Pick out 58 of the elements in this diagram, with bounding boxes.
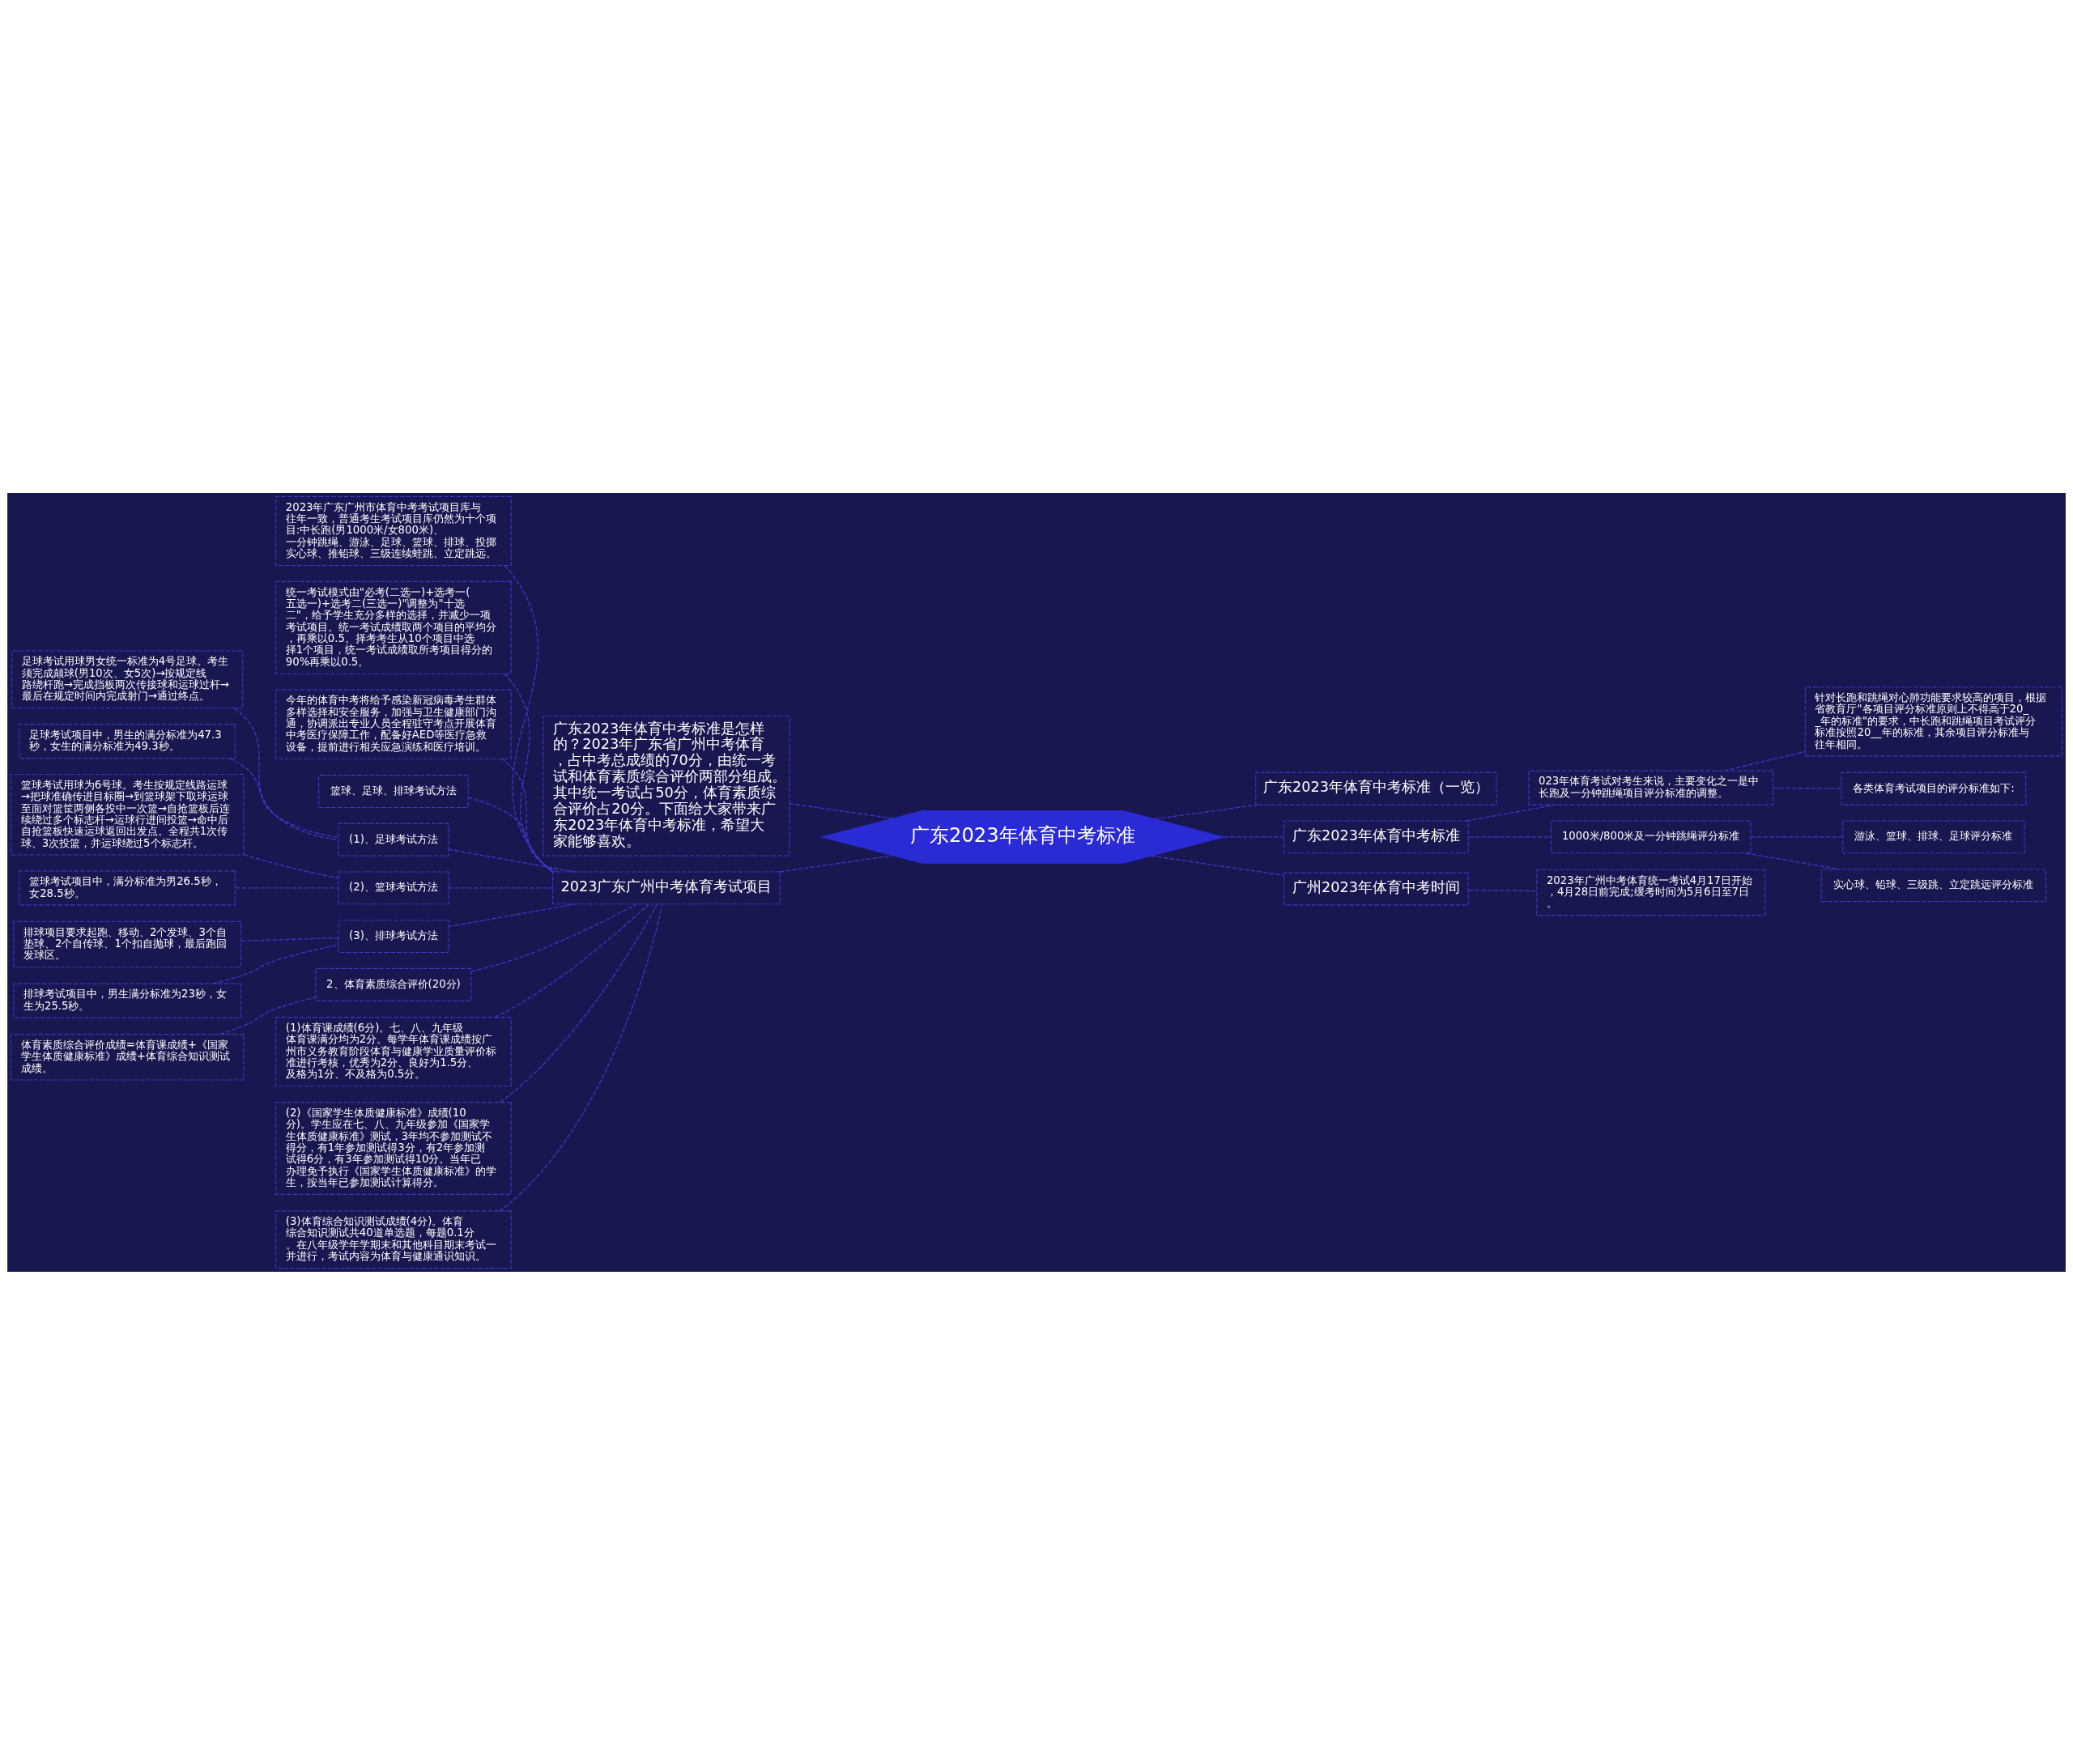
connector — [448, 903, 576, 927]
node-box: 足球考试用球男女统一标准为4号足球。考生须完成颠球(男10次、女5次)→按规定线路绕杆跑→完成挡板两次传接球和运球过杆→最后在规定时间内完成射门→通过终点。 — [11, 650, 244, 708]
node-box: 篮球考试项目中，满分标准为男26.5秒，女28.5秒。 — [19, 869, 236, 905]
connector — [1466, 804, 1556, 822]
connector — [504, 564, 554, 873]
node-box: (1)、足球考试方法 — [338, 822, 449, 856]
connector — [1223, 835, 1284, 838]
node-box: 实心球、铅球、三级跳、立定跳远评分标准 — [1820, 868, 2047, 902]
connector — [1773, 787, 1842, 789]
connector — [243, 853, 339, 878]
connector — [1750, 835, 1844, 838]
node-box: 足球考试项目中，男生的满分标准为47.3秒，女生的满分标准为49.3秒。 — [19, 723, 236, 759]
connector — [233, 707, 339, 840]
connector — [789, 802, 894, 819]
connector — [500, 758, 555, 873]
node-box: (1)体育课成绩(6分)。七、八、九年级体育课满分均为2分。每学年体育课成绩按广州市义务教育阶段体育与健康学业质量评价标准进行考核，优秀为2分、良好为1.5分、及格为1分、不及格为0.5分。 — [275, 1016, 512, 1086]
connector — [1723, 750, 1806, 771]
node-box: (2)《国家学生体质健康标准》成绩(10分)。学生应在七、八、九年级参加《国家学生体质健康标准》测试，3年均不参加测试不得分，有1年参加测试得3分，有2年参加测试得6分，有3年参加测试得10分。当年已办理免予执行《国家学生体质健康标准》的学生，按当年已参加测试计算得分。 — [275, 1101, 512, 1195]
node-box: 游泳、篮球、排球、足球评分标准 — [1842, 819, 2025, 853]
connector — [1745, 852, 1840, 869]
node-box: 排球项目要求起跑、移动、2个发球、3个自垫球、2个自传球、1个扣自抛球，最后跑回发球区。 — [13, 920, 242, 967]
connector — [778, 854, 894, 873]
connector — [1468, 835, 1552, 838]
node-box: 体育素质综合评价成绩=体育课成绩+《国家学生体质健康标准》成绩+体育综合知识测试成绩。 — [10, 1033, 245, 1080]
node-box: 各类体育考试项目的评分标准如下: — [1841, 771, 2027, 805]
node-box: (3)、排球考试方法 — [338, 919, 449, 953]
node-box: 023年体育考试对考生来说，主要变化之一是中长跑及一分钟跳绳项目评分标准的调整。 — [1528, 770, 1774, 805]
node-box: 2023年广州中考体育统一考试4月17日开始，4月28日前完成;缓考时间为5月6日至7日。 — [1536, 869, 1766, 916]
node-box: (2)、篮球考试方法 — [338, 870, 449, 904]
node-box: 广东2023年体育中考标准（一览） — [1255, 771, 1497, 805]
node-box: 2023年广东广州市体育中考考试项目库与往年一致，普通考生考试项目库仍然为十个项目:中长跑(男1000米/女800米)、一分钟跳绳、游泳、足球、篮球、排球、投掷实心球、推铅球、三级连续蛙跳、立定跳远。 — [275, 495, 512, 566]
connector — [448, 848, 576, 873]
node-box: 排球考试项目中，男生满分标准为23秒，女生为25.5秒。 — [13, 983, 242, 1018]
node-box: 2023广东广州中考体育考试项目 — [552, 870, 781, 904]
connector — [1468, 889, 1538, 891]
connector — [467, 797, 559, 873]
connector — [241, 937, 339, 942]
node-box: (3)体育综合知识测试成绩(4分)。体育综合知识测试共40道单选题，每题0.1分。在八年级学年学期末和其他科目期末考试一并进行，考试内容为体育与健康通识知识。 — [275, 1209, 512, 1269]
node-box: 广东2023年体育中考标准是怎样的？2023年广东省广州中考体育，占中考总成绩的70分，由统一考试和体育素质综合评价两部分组成。其中统一考试占50分，体育素质综合评价占20分。下面给大家带来广东2023年体育中考标准，希望大家能够喜欢。 — [543, 715, 790, 856]
connector — [228, 757, 339, 838]
node-box: 针对长跑和跳绳对心肺功能要求较高的项目，根据省教育厅"各项目评分标准原则上不得高于20__年的标准"的要求，中长跑和跳绳项目考试评分标准按照20__年的标准，其余项目评分标准与往年相同。 — [1804, 686, 2063, 756]
connector — [499, 903, 658, 1103]
node-box: 1000米/800米及一分钟跳绳评分标准 — [1550, 819, 1752, 853]
connector — [1154, 803, 1259, 819]
node-box: 广东2023年体育中考标准 — [1283, 819, 1469, 853]
node-box: 今年的体育中考将给予感染新冠病毒考生群体多样选择和安全服务，加强与卫生健康部门沟通，协调派出专业人员全程驻守考点开展体育中考医疗保障工作，配备好AED等医疗急救设备，提前进行相关应急演练和医疗培训。 — [275, 689, 512, 759]
connector — [1151, 855, 1284, 876]
connector — [494, 903, 649, 1018]
node-box: 篮球、足球、排球考试方法 — [318, 774, 469, 808]
node-box: 篮球考试用球为6号球。考生按规定线路运球→把球准确传进目标圈→到篮球架下取球运球至面对篮筐两侧各投中一次篮→自抢篮板后连续绕过多个标志杆→运球行进间投篮→命中后自抢篮板快速运球返回出发点。全程共1次传球、3次投篮，并运球绕过5个标志杆。 — [10, 773, 245, 856]
connector — [470, 903, 637, 972]
connector — [504, 673, 554, 872]
node-box: 统一考试模式由"必考(二选一)+选考一(五选一)+选考二(三选一)"调整为"十选二"，给予学生充分多样的选择，并减少一项考试项目。统一考试成绩取两个项目的平均分，再乘以0.5。择考考生从10个项目中选择1个项目，统一考试成绩取所考项目得分的90%再乘以0.5。 — [275, 580, 512, 674]
connector — [498, 903, 663, 1211]
connector — [448, 886, 554, 889]
node-box: 2、体育素质综合评价(20分) — [315, 967, 472, 1001]
connector — [234, 886, 339, 889]
node-box: 广州2023年体育中考时间 — [1283, 872, 1469, 905]
